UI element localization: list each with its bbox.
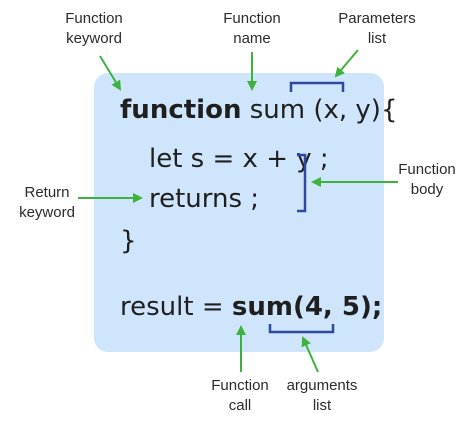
label-function-call: Function call bbox=[200, 376, 280, 416]
label-return-keyword: Return keyword bbox=[14, 183, 80, 223]
label-function-name-line1: Function bbox=[223, 10, 281, 27]
bracket-parameters bbox=[289, 81, 345, 92]
label-function-keyword: Function keyword bbox=[54, 9, 134, 49]
body-line-let: let s = x + y ; bbox=[149, 144, 329, 174]
function-name: sum bbox=[249, 95, 306, 125]
function-declaration-line: function sum (x, y){ bbox=[120, 95, 398, 125]
function-keyword: function bbox=[120, 95, 242, 125]
arrow-arguments-list bbox=[301, 336, 319, 373]
label-function-keyword-line2: keyword bbox=[66, 30, 122, 47]
label-function-keyword-line1: Function bbox=[65, 10, 123, 27]
label-function-call-line1: Function bbox=[211, 377, 269, 394]
label-arguments-list: arguments list bbox=[280, 376, 364, 416]
bracket-arguments bbox=[268, 324, 335, 334]
label-return-keyword-line1: Return bbox=[24, 184, 70, 201]
arrow-function-keyword bbox=[99, 55, 122, 91]
label-function-body: Function body bbox=[388, 160, 466, 200]
label-parameters-list: Parameters list bbox=[330, 9, 424, 49]
body-line-return: returns ; bbox=[149, 184, 260, 214]
label-parameters-list-line2: list bbox=[367, 30, 387, 47]
label-function-body-line1: Function bbox=[398, 161, 456, 178]
label-function-name-line2: name bbox=[233, 30, 271, 47]
label-function-body-line2: body bbox=[410, 181, 444, 198]
call-expression: sum(4, 5); bbox=[231, 292, 383, 322]
label-return-keyword-line2: keyword bbox=[19, 204, 75, 221]
label-parameters-list-line1: Parameters bbox=[338, 10, 416, 27]
bracket-function-body bbox=[297, 153, 307, 213]
label-function-name: Function name bbox=[210, 9, 294, 49]
function-params: (x, y){ bbox=[313, 95, 398, 125]
arrow-parameters-list bbox=[334, 49, 359, 78]
function-call-line: result = sum(4, 5); bbox=[120, 292, 382, 322]
code-panel bbox=[94, 73, 384, 352]
label-function-call-line2: call bbox=[228, 397, 252, 414]
label-arguments-list-line1: arguments bbox=[286, 377, 358, 394]
closing-brace: } bbox=[120, 226, 137, 256]
label-arguments-list-line2: list bbox=[312, 397, 332, 414]
call-prefix: result = bbox=[120, 292, 232, 322]
